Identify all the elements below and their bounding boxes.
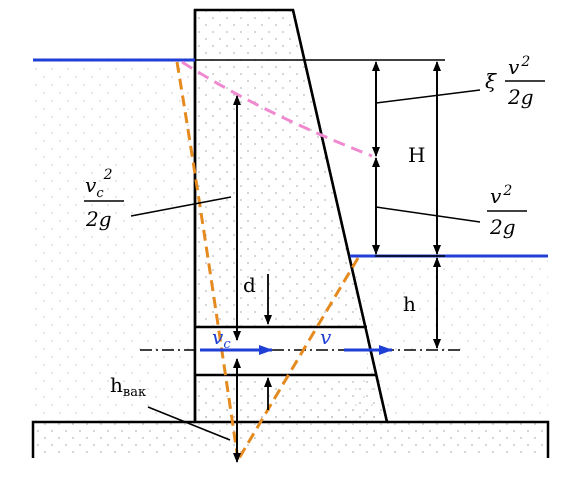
svg-text:vc2: vc2 (85, 167, 113, 201)
hydraulic-grade-line-upstream (175, 61, 240, 461)
label-vc2-over-2g: vc2 2g (84, 167, 124, 231)
leader-vc2 (130, 196, 232, 217)
svg-text:2g: 2g (489, 215, 516, 239)
dam-downstream-face (291, 9, 389, 423)
leader-v2 (375, 206, 481, 223)
leader-xi (375, 89, 481, 104)
foundation-outline (31, 420, 195, 458)
svg-text:v2: v2 (508, 54, 530, 79)
svg-text:vc: vc (212, 325, 231, 352)
svg-text:hвак: hвак (110, 373, 146, 400)
label-h: h (403, 292, 416, 316)
energy-line (181, 60, 373, 158)
downstream-water-region (350, 256, 548, 422)
svg-text:2g: 2g (507, 85, 534, 109)
svg-text:v2: v2 (490, 183, 512, 208)
upstream-water-region (33, 60, 195, 422)
svg-text:2g: 2g (85, 207, 112, 231)
foundation-outline-right (387, 420, 550, 458)
label-vc-arrow: vc (212, 325, 231, 352)
hydraulic-grade-line-downstream (236, 257, 360, 461)
label-H: H (408, 143, 425, 167)
label-h-vak: hвак (110, 373, 146, 400)
svg-text:ξ: ξ (485, 69, 497, 93)
label-v-arrow: v (320, 325, 332, 349)
leader-hvak (147, 406, 231, 441)
label-d: d (243, 273, 256, 297)
